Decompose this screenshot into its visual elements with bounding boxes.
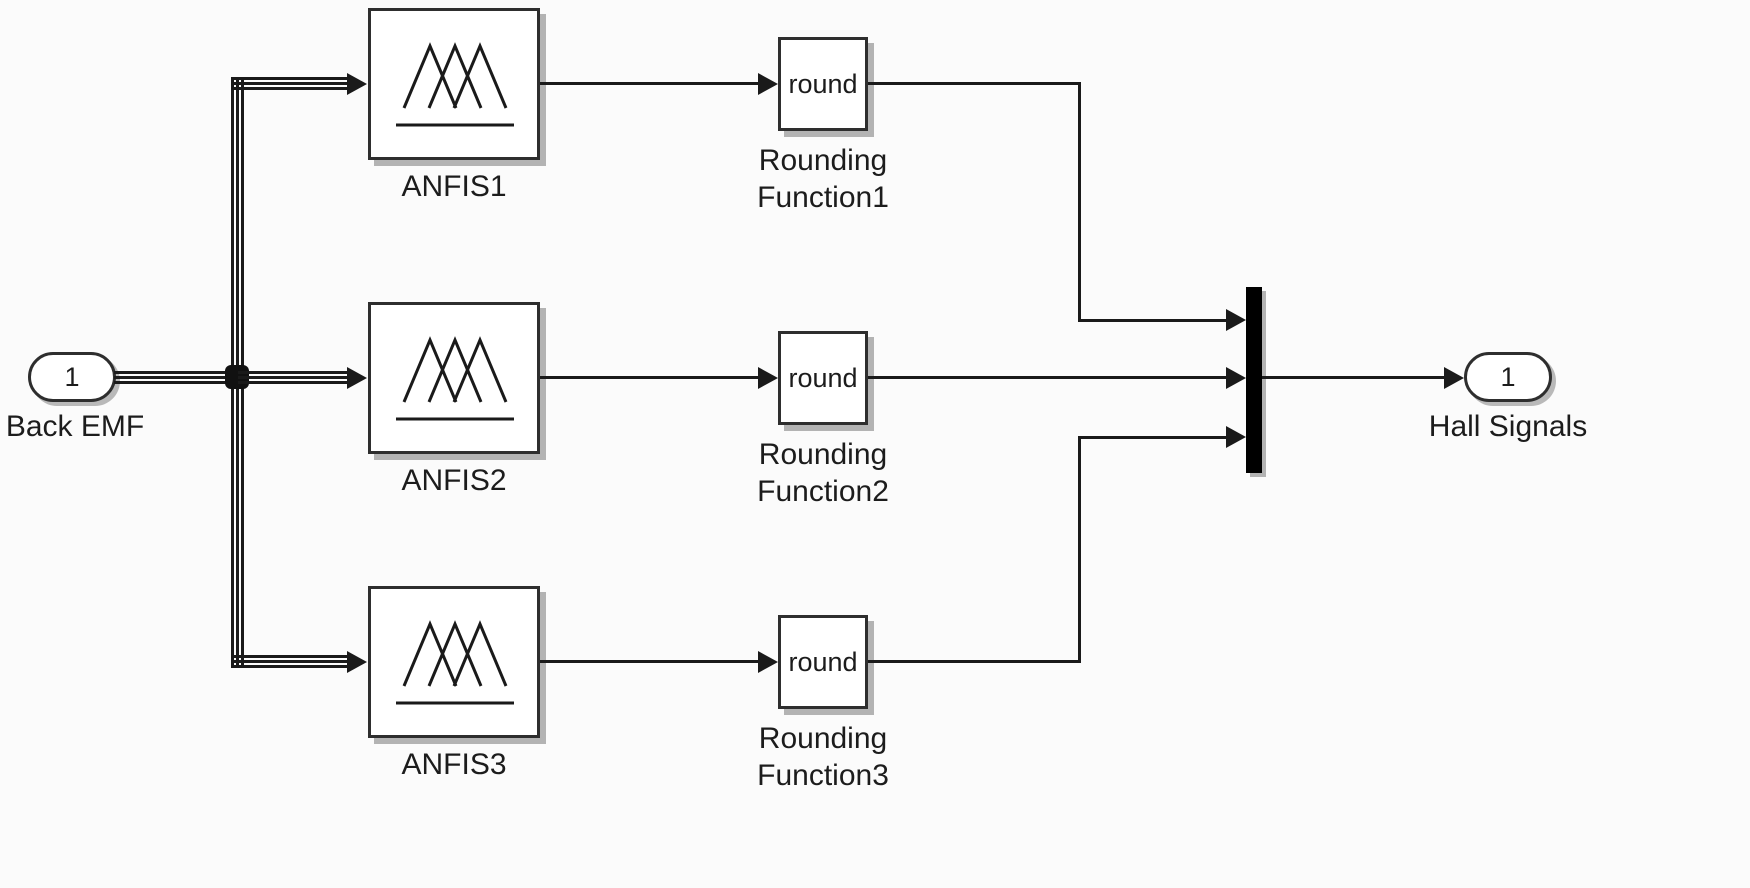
backemf-line-stub[interactable] bbox=[114, 371, 232, 384]
round-op-text: round bbox=[788, 68, 858, 99]
round-op-text: round bbox=[788, 362, 858, 393]
round-op-text: round bbox=[788, 646, 858, 677]
rounding1-out-line-v[interactable] bbox=[1078, 82, 1081, 322]
rounding-function1-block[interactable]: round bbox=[778, 37, 868, 131]
mux-block[interactable] bbox=[1246, 287, 1262, 473]
rounding3-out-line-h[interactable] bbox=[868, 660, 1081, 663]
membership-functions-icon bbox=[396, 620, 514, 705]
anfis2-label: ANFIS2 bbox=[401, 464, 507, 497]
rounding1-out-line-h[interactable] bbox=[868, 82, 1081, 85]
output-port[interactable]: 1 bbox=[1464, 352, 1552, 402]
arrowhead-into-output-port bbox=[1444, 367, 1464, 389]
mux-to-output-line[interactable] bbox=[1262, 376, 1444, 379]
arrowhead-into-mux-2 bbox=[1226, 367, 1246, 389]
anfis3-to-rounding3-line[interactable] bbox=[540, 660, 758, 663]
anfis2-to-rounding2-line[interactable] bbox=[540, 376, 758, 379]
membership-functions-icon bbox=[396, 336, 514, 421]
input-port-number: 1 bbox=[64, 361, 80, 392]
branch-line-to-anfis1[interactable] bbox=[231, 77, 348, 90]
branch-line-to-anfis2[interactable] bbox=[238, 371, 348, 384]
anfis1-label: ANFIS1 bbox=[401, 170, 507, 203]
anfis1-to-rounding1-line[interactable] bbox=[540, 82, 758, 85]
anfis3-label: ANFIS3 bbox=[401, 748, 507, 781]
arrowhead-into-mux-1 bbox=[1226, 309, 1246, 331]
arrowhead-into-mux-3 bbox=[1226, 426, 1246, 448]
anfis1-block[interactable] bbox=[368, 8, 540, 160]
input-port[interactable]: 1 bbox=[28, 352, 116, 402]
arrowhead-into-rounding3 bbox=[758, 651, 778, 673]
rounding3-out-line-v[interactable] bbox=[1078, 436, 1081, 663]
rounding1-to-mux-line[interactable] bbox=[1078, 319, 1226, 322]
rounding-function3-block[interactable]: round bbox=[778, 615, 868, 709]
output-port-label: Hall Signals bbox=[1428, 410, 1588, 443]
arrowhead-into-anfis3 bbox=[347, 651, 367, 673]
arrowhead-into-rounding2 bbox=[758, 367, 778, 389]
anfis2-block[interactable] bbox=[368, 302, 540, 454]
rounding-function3-label: Rounding Function3 bbox=[757, 722, 889, 792]
arrowhead-into-anfis1 bbox=[347, 73, 367, 95]
arrowhead-into-anfis2 bbox=[347, 367, 367, 389]
arrowhead-into-rounding1 bbox=[758, 73, 778, 95]
output-port-number: 1 bbox=[1500, 361, 1516, 392]
rounding-function2-label: Rounding Function2 bbox=[757, 438, 889, 508]
membership-functions-icon bbox=[396, 42, 514, 127]
input-port-label: Back EMF bbox=[5, 410, 145, 443]
branch-line-to-anfis3[interactable] bbox=[231, 655, 348, 668]
rounding-function2-block[interactable]: round bbox=[778, 331, 868, 425]
anfis3-block[interactable] bbox=[368, 586, 540, 738]
rounding2-to-mux-line[interactable] bbox=[868, 376, 1226, 379]
rounding3-to-mux-line[interactable] bbox=[1078, 436, 1226, 439]
rounding-function1-label: Rounding Function1 bbox=[757, 144, 889, 214]
